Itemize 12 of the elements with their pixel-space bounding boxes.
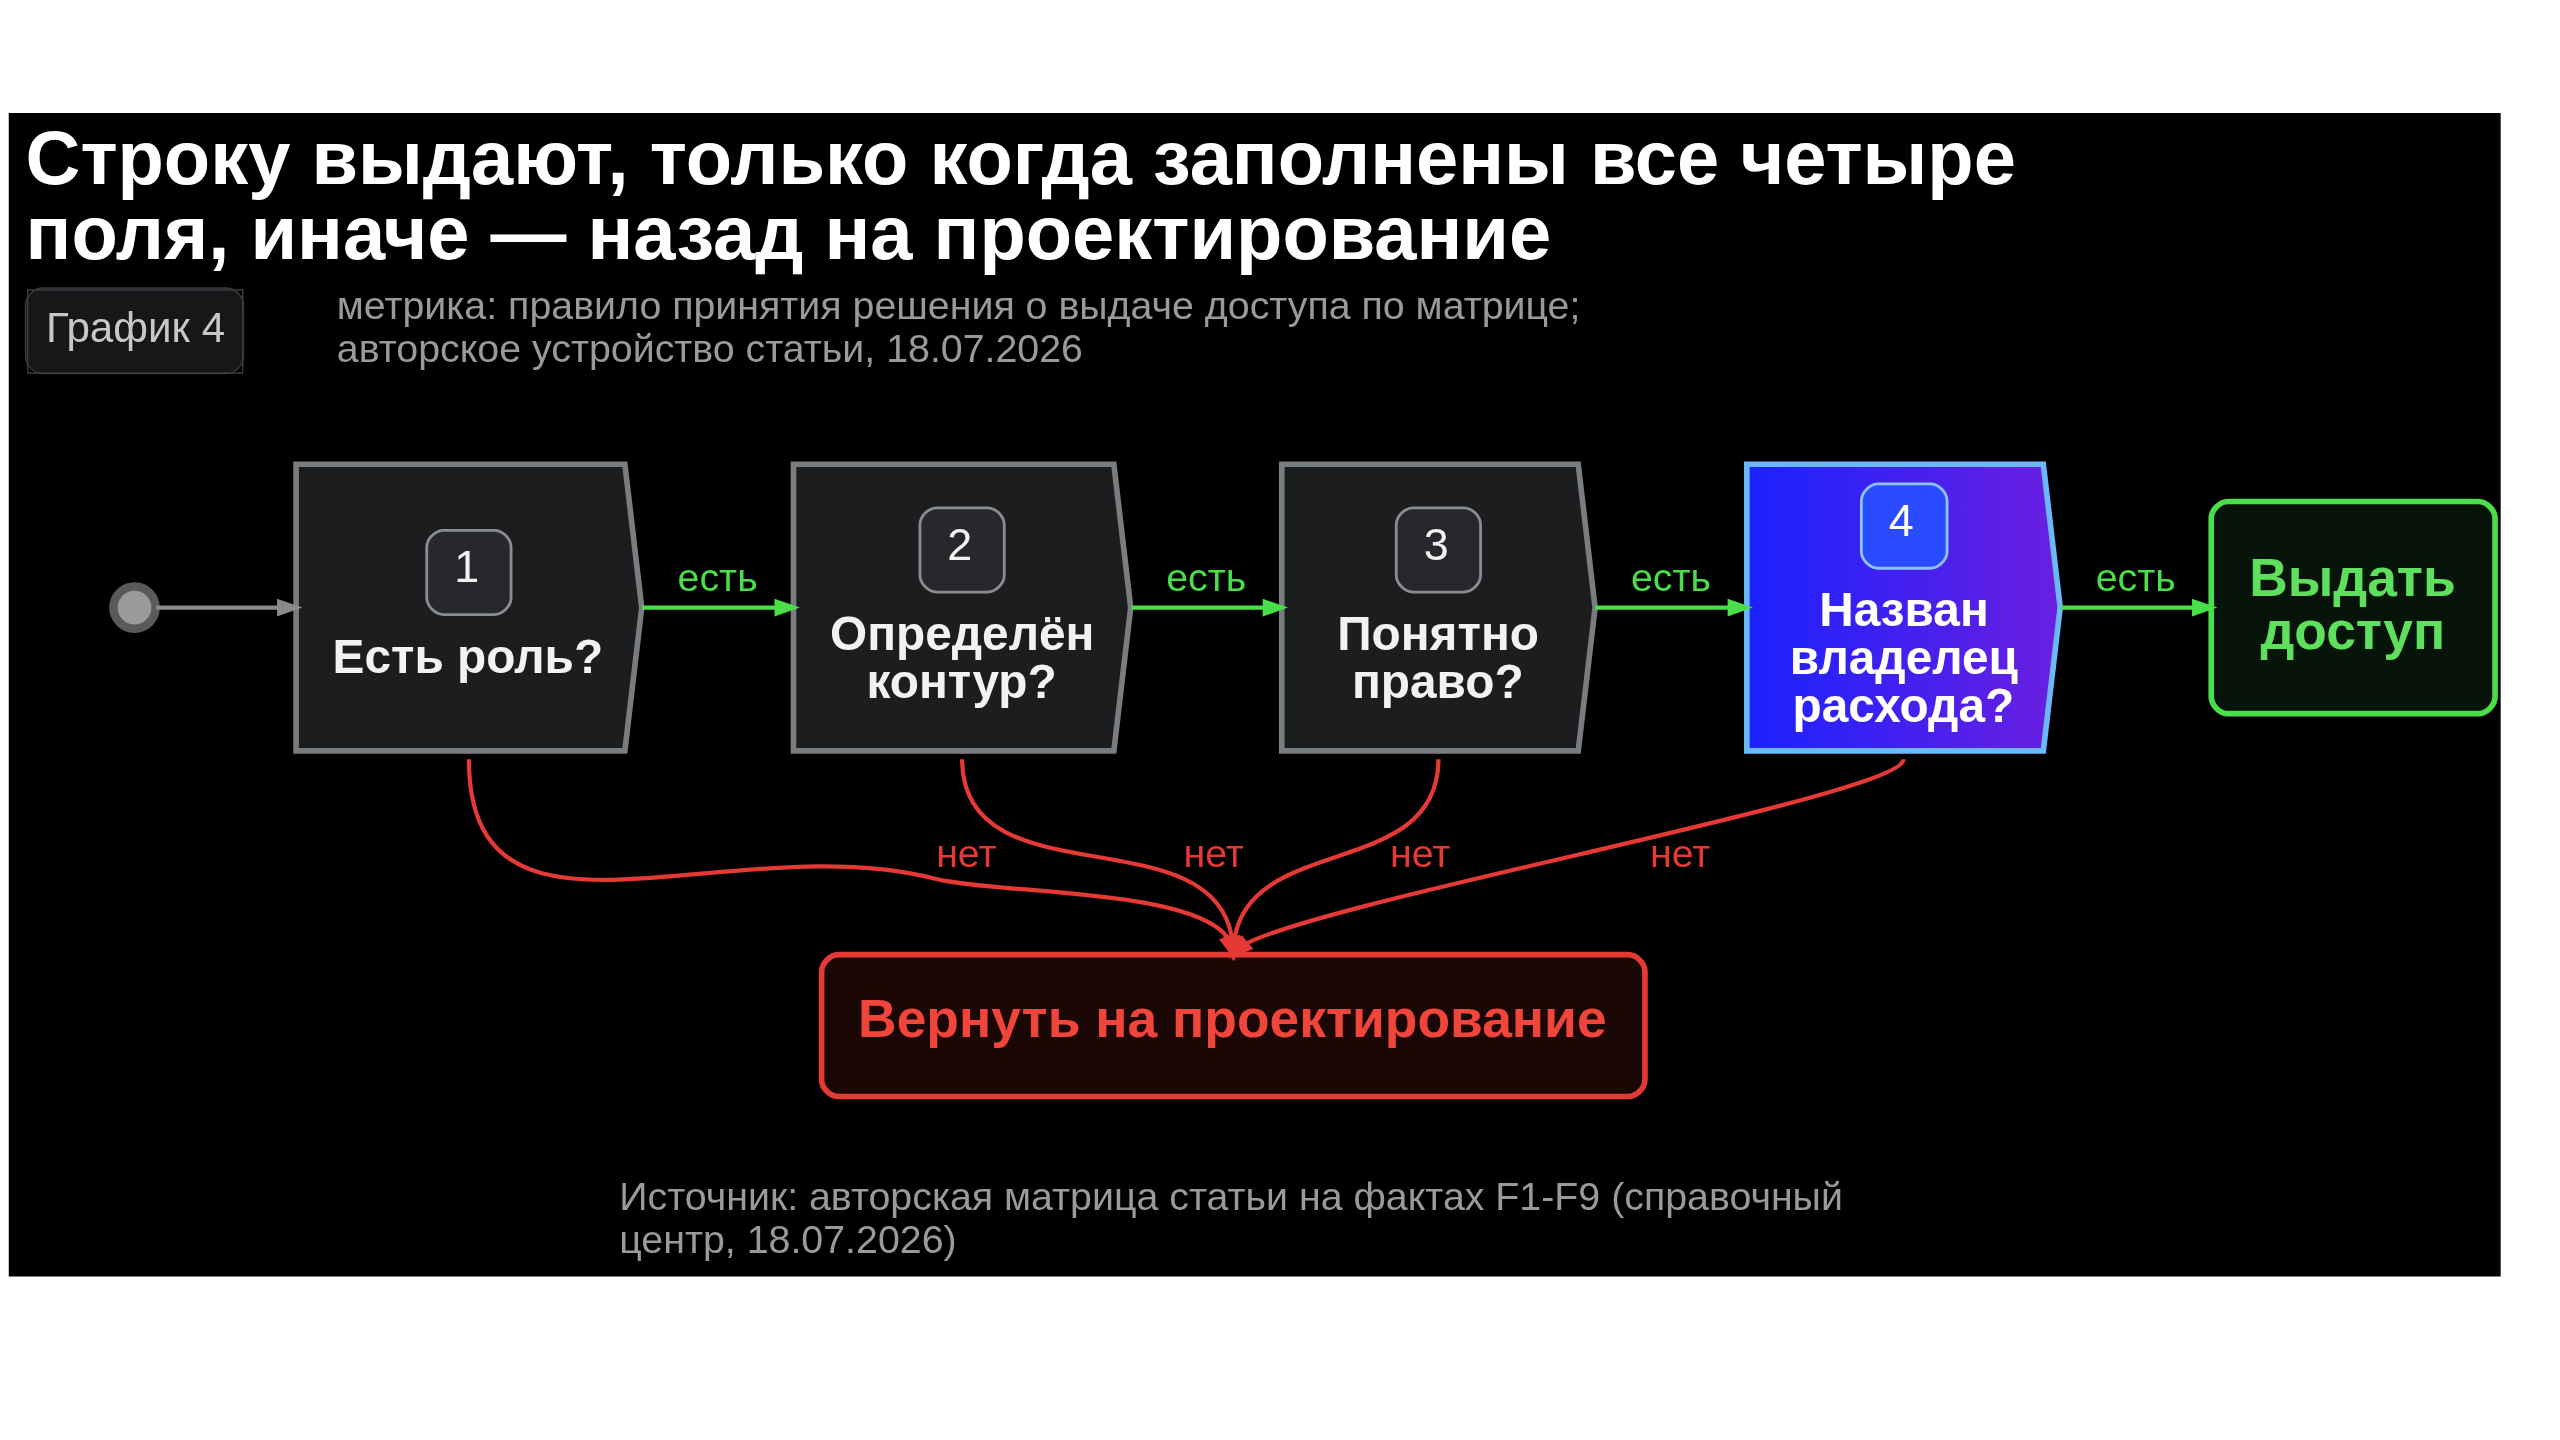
edge-label: нет <box>1390 830 1451 875</box>
label: метрика: правило принятия решения о выдаче доступа по матрице; авторское устройство статьи, 18.07.2026 <box>336 282 1581 371</box>
label: График 4 <box>45 304 226 352</box>
diagram-title: Строку выдают, только когда заполнены все четыре поля, иначе — назад на проектирование <box>25 114 2016 276</box>
edge-label: нет <box>1649 830 1711 875</box>
label: Источник: авторская матрица статьи на фактах F1-F9 (справочный центр, 18.07.2026) <box>619 1173 1843 1262</box>
edge-label: есть <box>677 555 758 600</box>
edge-label: есть <box>1166 555 1247 600</box>
edge-label: нет <box>936 830 997 875</box>
edge-label: нет <box>1183 830 1244 875</box>
edge-label: есть <box>1630 555 1711 600</box>
edge-label: есть <box>2095 555 2176 600</box>
